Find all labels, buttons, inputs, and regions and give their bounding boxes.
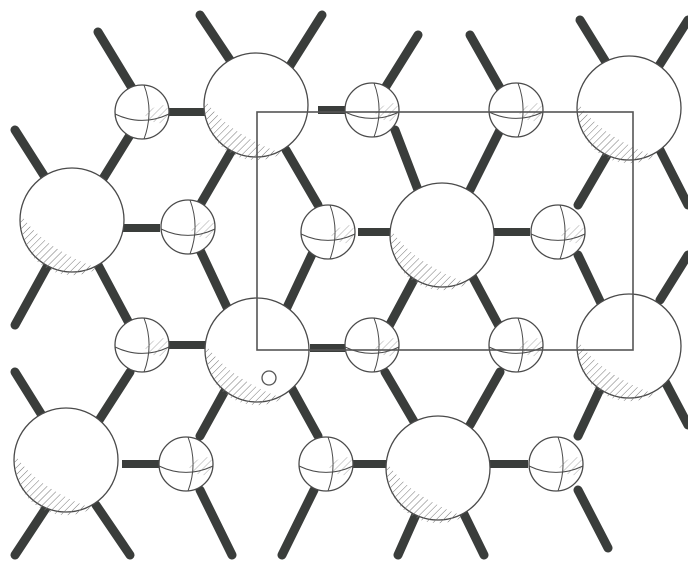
small-atom xyxy=(114,317,170,373)
small-atom xyxy=(344,317,400,373)
small-atom xyxy=(530,204,586,260)
bond xyxy=(195,245,237,323)
large-atom xyxy=(19,167,125,276)
large-atom xyxy=(576,293,682,402)
large-atom-shading xyxy=(205,344,283,406)
large-atom xyxy=(13,407,119,516)
small-atom-sphere xyxy=(298,436,354,492)
bond xyxy=(457,505,489,560)
atom-layer xyxy=(13,52,682,524)
bond xyxy=(573,485,613,553)
small-atom xyxy=(528,436,584,492)
small-atom-shading xyxy=(330,225,354,244)
unit-cell-outline xyxy=(256,111,634,351)
bond xyxy=(91,367,135,430)
bond xyxy=(655,250,688,305)
bond xyxy=(465,125,505,195)
small-atom-sphere xyxy=(488,82,544,138)
large-atom xyxy=(389,182,495,291)
small-atom-sphere xyxy=(488,317,544,373)
small-atom xyxy=(300,204,356,260)
large-atom-shading xyxy=(390,229,468,291)
bond xyxy=(10,260,53,330)
small-atom xyxy=(488,82,544,138)
large-atom xyxy=(385,415,491,524)
small-atom-shading xyxy=(190,220,214,239)
small-atom xyxy=(114,84,170,140)
bond xyxy=(573,145,615,210)
small-atom-sphere xyxy=(114,84,170,140)
small-atom xyxy=(160,199,216,255)
small-atom-sphere xyxy=(114,317,170,373)
large-atom-shading xyxy=(386,462,464,524)
bond xyxy=(380,367,421,430)
small-atom-shading xyxy=(374,338,398,357)
small-atom-sphere xyxy=(300,204,356,260)
small-atom-sphere xyxy=(158,436,214,492)
small-atom-sphere xyxy=(528,436,584,492)
bond xyxy=(277,245,319,323)
bond xyxy=(93,260,135,330)
small-atom-sphere xyxy=(530,204,586,260)
small-atom-shading xyxy=(188,457,212,476)
bond xyxy=(650,15,688,77)
bond xyxy=(10,500,53,560)
bond xyxy=(277,485,319,560)
small-atom xyxy=(344,82,400,138)
bond xyxy=(380,30,423,93)
bond xyxy=(465,267,505,333)
small-atom-shading xyxy=(144,338,168,357)
small-atom-shading xyxy=(560,225,584,244)
large-atom xyxy=(203,52,309,161)
small-atom-sphere xyxy=(344,317,400,373)
large-atom xyxy=(576,55,682,164)
bond xyxy=(195,145,237,210)
small-atom-shading xyxy=(328,457,352,476)
origin-marker xyxy=(261,370,277,386)
large-atom-shading xyxy=(577,102,655,164)
bond xyxy=(390,125,423,195)
large-atom-shading xyxy=(577,340,655,402)
bond xyxy=(393,505,423,560)
bond xyxy=(383,267,423,333)
small-atom-shading xyxy=(518,338,542,357)
bond xyxy=(91,500,135,560)
small-atom xyxy=(488,317,544,373)
bond xyxy=(281,145,323,210)
large-atom-shading xyxy=(20,214,98,276)
bond xyxy=(465,30,505,93)
small-atom xyxy=(298,436,354,492)
small-atom xyxy=(158,436,214,492)
small-atom-sphere xyxy=(344,82,400,138)
bond xyxy=(195,485,237,560)
small-atom-shading xyxy=(144,105,168,124)
small-atom-shading xyxy=(558,457,582,476)
bond xyxy=(465,367,505,430)
bond-layer xyxy=(10,10,688,560)
bond xyxy=(655,145,688,210)
small-atom-sphere xyxy=(160,199,216,255)
bond xyxy=(93,27,137,93)
large-atom-shading xyxy=(204,99,282,161)
bond xyxy=(281,10,327,77)
large-atom-shading xyxy=(14,454,92,516)
